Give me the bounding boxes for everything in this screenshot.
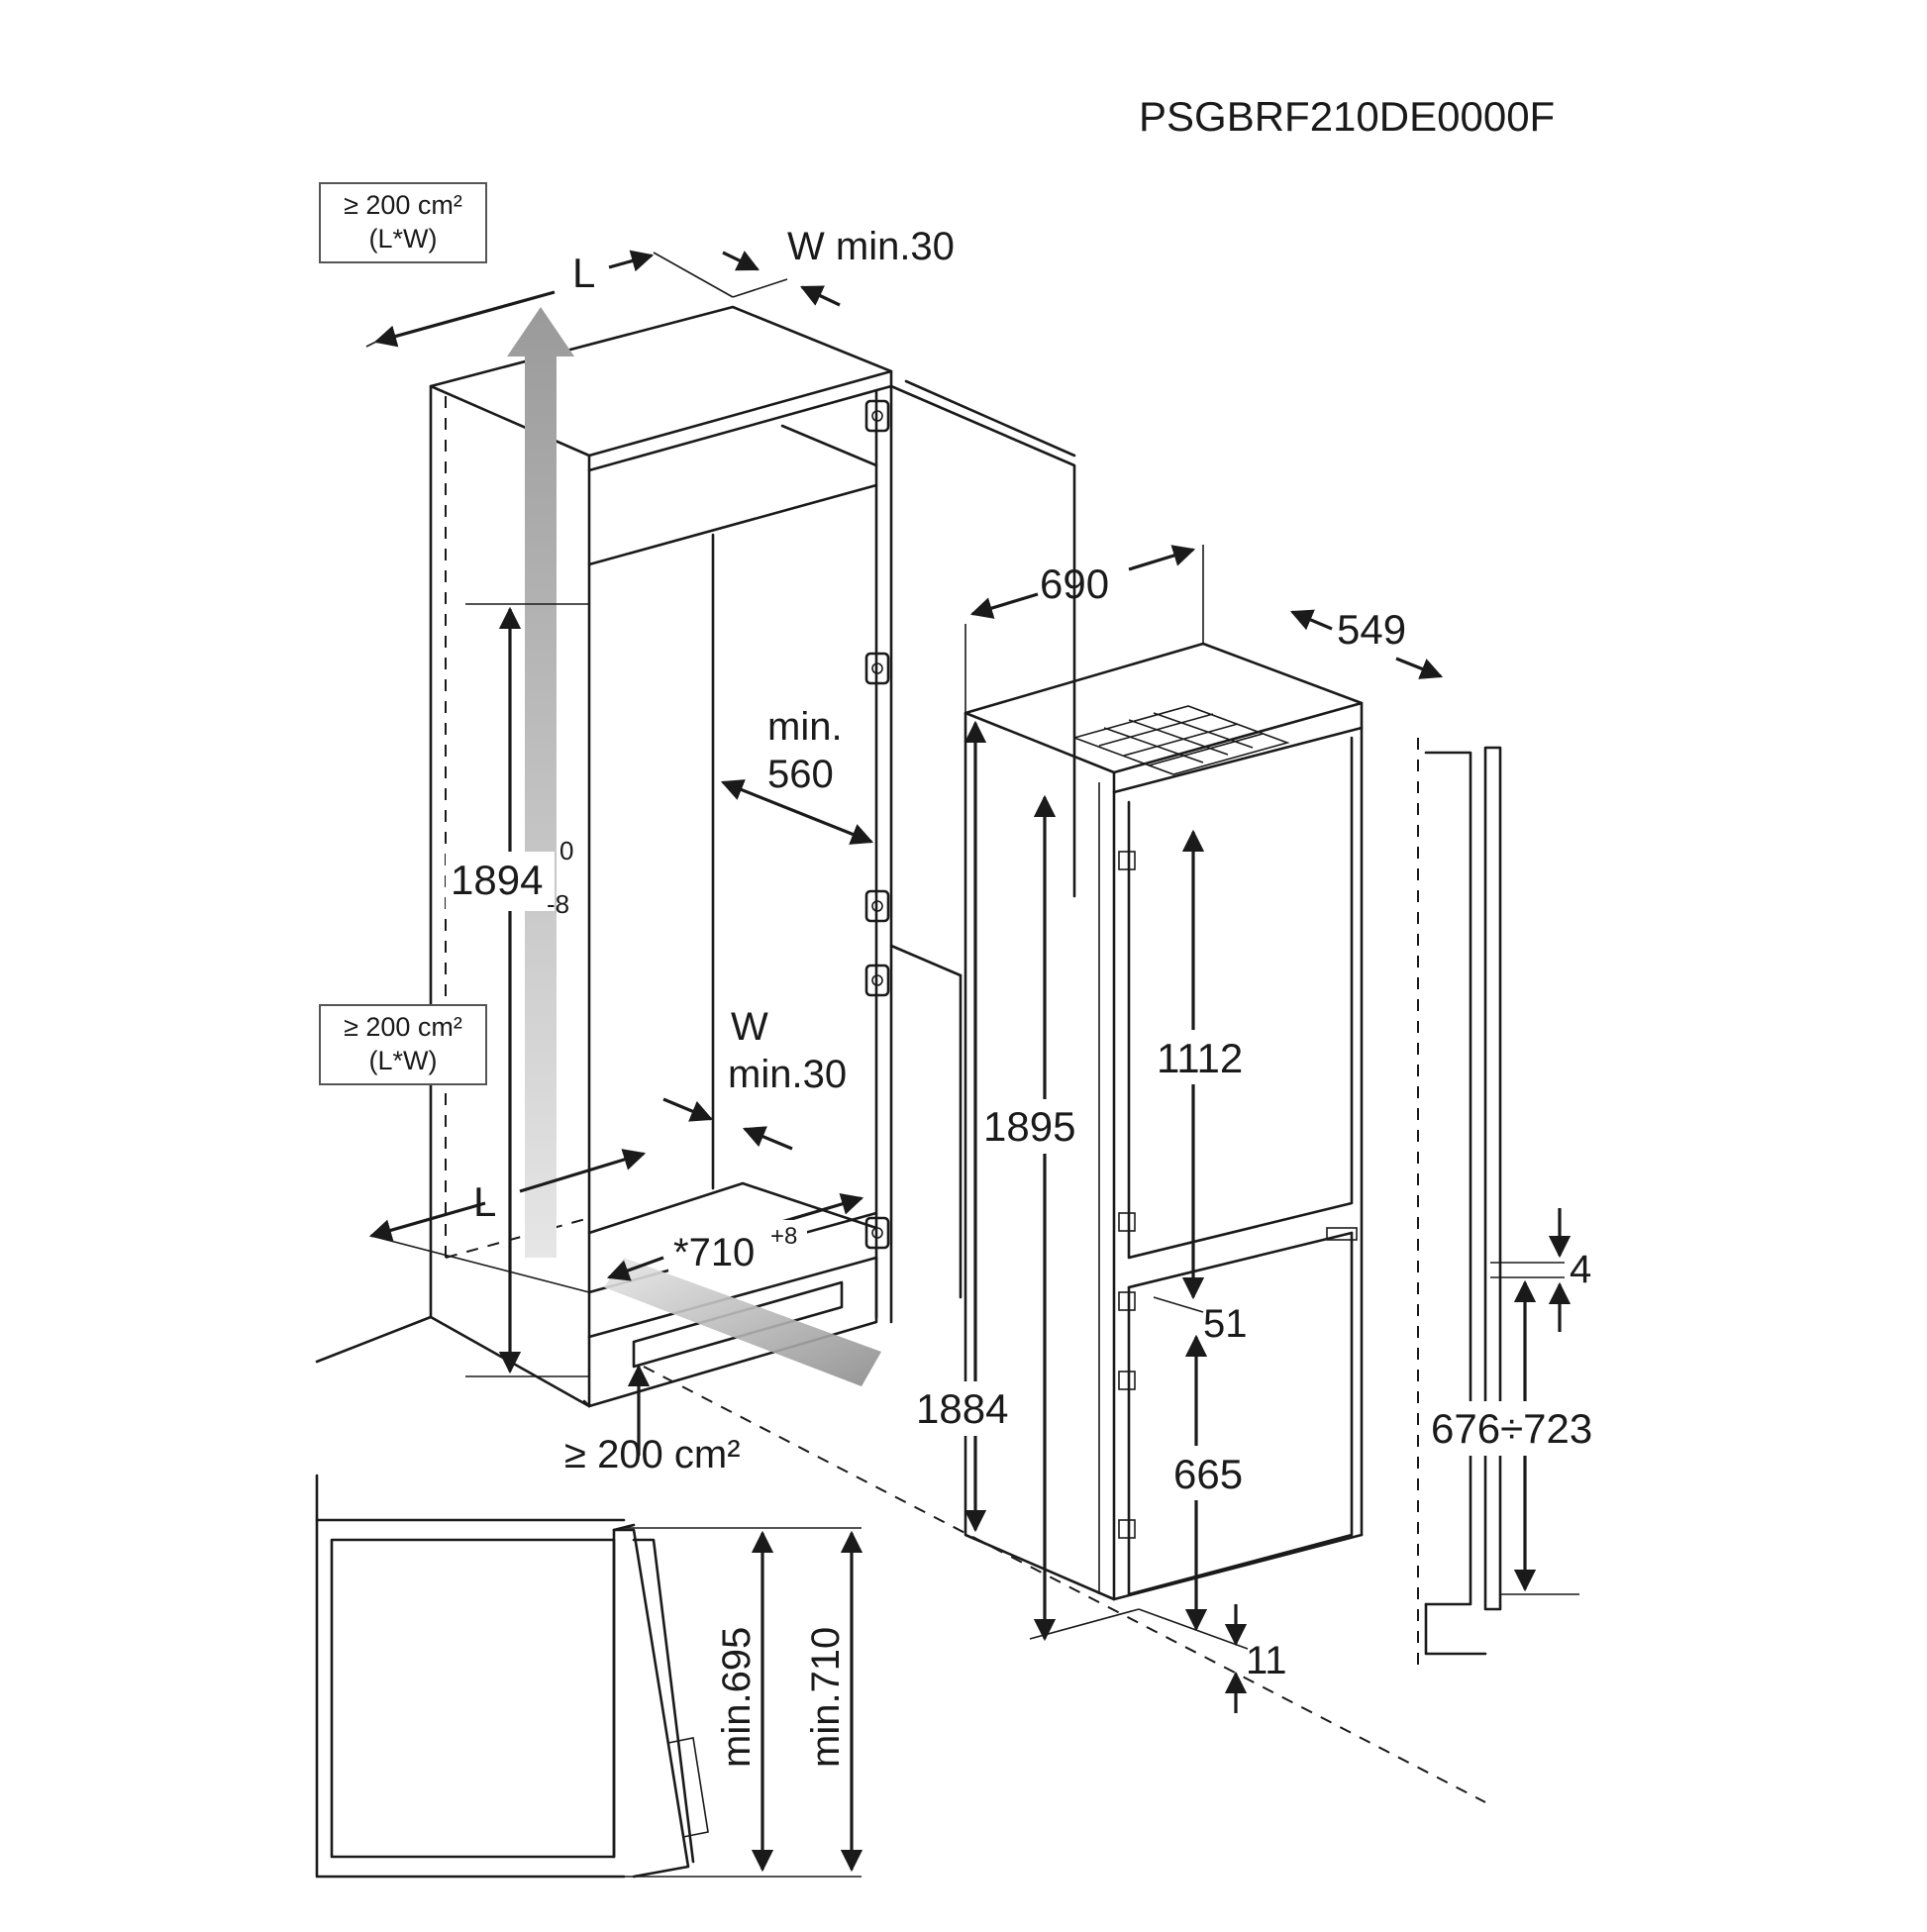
label-range-676-723: 676÷723: [1431, 1405, 1592, 1452]
label-W-top: W min.30: [787, 225, 955, 268]
model-code: PSGBRF210DE0000F: [1139, 93, 1555, 140]
label-height-1884: 1884: [916, 1385, 1008, 1432]
label-min710: min.710: [804, 1627, 848, 1768]
vent-mid-line1: ≥ 200 cm²: [344, 1012, 462, 1042]
hinge-icon: [864, 399, 890, 433]
label-W-bottom-2: min.30: [728, 1053, 847, 1096]
label-min695: min.695: [715, 1627, 759, 1768]
vent-top-line2: (L*W): [369, 224, 438, 254]
vent-top-line1: ≥ 200 cm²: [344, 190, 462, 220]
label-W-bottom-1: W: [731, 1005, 768, 1049]
label-min560-2: 560: [767, 753, 834, 796]
hinge-icon: [864, 652, 890, 685]
label-depth-549: 549: [1337, 606, 1406, 653]
label-niche-tol-up: 0: [559, 836, 573, 865]
airflow-in-arrow: [604, 1258, 881, 1386]
label-niche-depth: *710: [673, 1231, 755, 1274]
cabinet-niche: [315, 305, 1486, 1803]
vent-top-box: ≥ 200 cm² (L*W): [319, 182, 487, 263]
label-gap-51: 51: [1203, 1302, 1248, 1346]
label-niche-depth-tol: +8: [770, 1223, 797, 1250]
label-height-665: 665: [1173, 1451, 1243, 1497]
label-width-690: 690: [1040, 560, 1109, 607]
label-gap-11: 11: [1246, 1639, 1287, 1682]
vent-mid-line2: (L*W): [369, 1046, 438, 1075]
label-height-1895: 1895: [983, 1103, 1075, 1150]
label-niche-height: 1894: [451, 857, 543, 903]
hinge-icon: [864, 964, 890, 997]
label-min560-1: min.: [767, 705, 843, 749]
label-gap-4: 4: [1570, 1248, 1591, 1291]
label-niche-tol-down: -8: [547, 889, 569, 919]
vent-bottom-label: ≥ 200 cm²: [564, 1433, 741, 1476]
hinge-icon: [864, 1216, 890, 1250]
vent-mid-box: ≥ 200 cm² (L*W): [319, 1004, 487, 1085]
label-height-1112: 1112: [1157, 1035, 1243, 1081]
label-L-bottom: L: [473, 1178, 496, 1225]
label-L-top: L: [572, 250, 595, 296]
plinth-detail: [315, 1474, 862, 1879]
hinge-icon: [864, 889, 890, 923]
airflow-up-arrow: [507, 307, 574, 1258]
door-profile: [1417, 738, 1579, 1674]
